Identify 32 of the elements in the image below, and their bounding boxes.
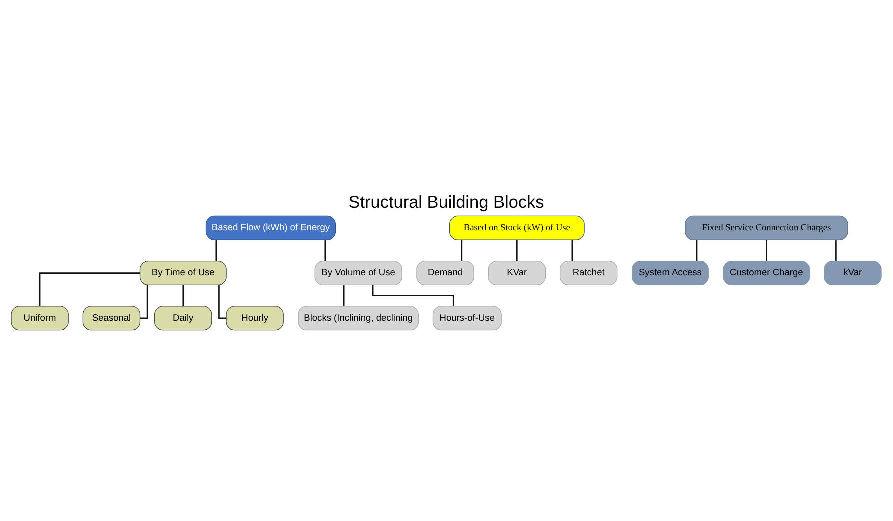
node-box: Based Flow (kWh) of Energy — [206, 215, 336, 240]
connector — [836, 240, 837, 261]
connector — [516, 240, 518, 261]
connector — [39, 272, 140, 306]
node-box: Hourly — [226, 306, 284, 330]
node-box: Daily — [154, 306, 212, 330]
connector — [182, 284, 184, 306]
node-box: Hours-of-Use — [432, 306, 502, 330]
connector — [572, 240, 574, 261]
node-box: Demand — [416, 260, 474, 286]
node-box: Fixed Service Connection Charges — [685, 215, 848, 240]
diagram-title: Structural Building Blocks — [348, 192, 544, 212]
node-box: By Time of Use — [140, 260, 227, 286]
connector — [372, 284, 454, 306]
connector — [218, 284, 226, 319]
node-box: By Volume of Use — [314, 260, 402, 286]
node-box: Seasonal — [82, 306, 141, 330]
node-box: KVar — [488, 260, 546, 286]
connector — [140, 284, 148, 319]
connector — [324, 240, 326, 261]
node-box: System Access — [632, 260, 709, 286]
connector — [216, 240, 218, 261]
node-box: Blocks (Inclining, declining — [298, 306, 419, 330]
connector — [696, 240, 698, 261]
node-box: Customer Charge — [723, 260, 810, 286]
connector — [766, 240, 768, 261]
node-box: kVar — [824, 260, 882, 286]
connector — [461, 240, 463, 261]
node-box: Ratchet — [560, 260, 618, 286]
connector — [343, 284, 345, 306]
node-box: Based on Stock (kW) of Use — [449, 215, 585, 240]
node-box: Uniform — [11, 306, 69, 330]
